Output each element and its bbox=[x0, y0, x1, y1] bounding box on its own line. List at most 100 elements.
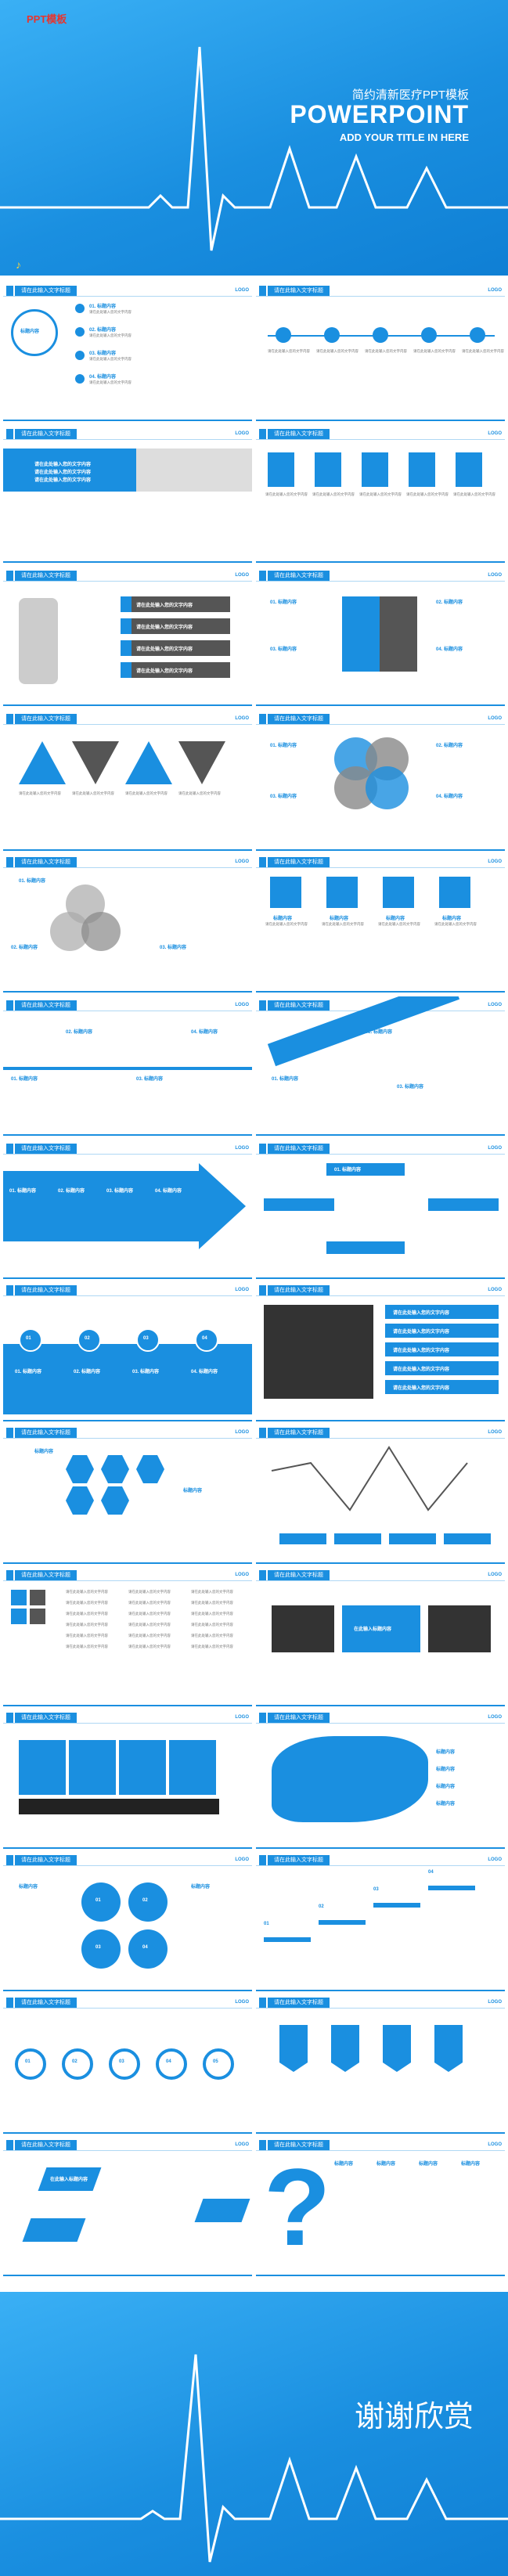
header-tag bbox=[259, 1000, 266, 1011]
slide-header: 请在此输入文字标题 bbox=[259, 1713, 330, 1723]
slide-title: 请在此输入文字标题 bbox=[15, 1713, 77, 1723]
header-tag bbox=[6, 571, 13, 581]
header-tag bbox=[259, 1998, 266, 2008]
footer-rule bbox=[3, 991, 252, 993]
brand-logo: LOGO bbox=[488, 2142, 502, 2147]
num-text: 04 bbox=[142, 1945, 148, 1950]
arrow-block bbox=[3, 1171, 199, 1241]
brand-logo: LOGO bbox=[235, 573, 249, 578]
item-title: 标题内容 bbox=[436, 1785, 456, 1789]
header-tag bbox=[259, 857, 266, 867]
bar-label bbox=[444, 1533, 491, 1544]
item-title: 标题内容 bbox=[386, 917, 405, 921]
slide-title: 请在此输入文字标题 bbox=[15, 1855, 77, 1865]
brand-logo: LOGO bbox=[235, 288, 249, 293]
slide-title: 请在此输入文字标题 bbox=[268, 1855, 330, 1865]
num-circle bbox=[195, 1328, 218, 1352]
flag bbox=[434, 2025, 463, 2072]
flag bbox=[331, 2025, 359, 2072]
header-rule bbox=[256, 1580, 505, 1581]
num-circle bbox=[109, 2048, 140, 2080]
grid-desc: 请在此处输入您的文字内容 bbox=[66, 1645, 108, 1648]
grid-desc: 请在此处输入您的文字内容 bbox=[191, 1612, 233, 1616]
slide-body: 请在此处输入您的文字内容请在此处输入您的文字内容请在此处输入您的文字内容请在此处… bbox=[256, 297, 505, 420]
hexagon bbox=[136, 1455, 164, 1483]
item-title: 标题内容 bbox=[191, 1885, 211, 1890]
grid-desc: 请在此处输入您的文字内容 bbox=[191, 1634, 233, 1637]
slide-body: 标题内容标题内容标题内容标题内容 bbox=[256, 1724, 505, 1846]
icon-square bbox=[326, 877, 358, 908]
header-rule bbox=[3, 1438, 252, 1439]
block bbox=[169, 1740, 216, 1795]
item-title: 标题内容 bbox=[436, 1767, 456, 1772]
header-tag bbox=[6, 1998, 13, 2008]
header-rule bbox=[3, 2150, 252, 2151]
block bbox=[19, 1740, 66, 1795]
header-tag bbox=[259, 286, 266, 296]
num-circle bbox=[62, 2048, 93, 2080]
header-tag bbox=[6, 857, 13, 867]
slide-title: 请在此输入文字标题 bbox=[15, 1428, 77, 1438]
list-text: 请在此处输入您的文字内容 bbox=[393, 1330, 450, 1335]
brand-logo: LOGO bbox=[488, 1573, 502, 1577]
header-tag bbox=[6, 286, 13, 296]
header-rule bbox=[3, 1723, 252, 1724]
header-rule bbox=[256, 1723, 505, 1724]
item-title: 04. 标题内容 bbox=[191, 1030, 218, 1035]
item-title: 标题内容 bbox=[436, 1802, 456, 1807]
list-text: 请在此处输入您的文字内容 bbox=[393, 1349, 450, 1353]
footer-rule bbox=[3, 704, 252, 706]
slide-title: 请在此输入文字标题 bbox=[15, 286, 77, 296]
header-tag bbox=[6, 1428, 13, 1438]
banner-text: 请在此处输入您的文字内容 bbox=[34, 478, 92, 483]
node-desc: 请在此处输入您的文字内容 bbox=[413, 349, 456, 353]
item-title: 标题内容 bbox=[436, 1750, 456, 1755]
slide-header: 请在此输入文字标题 bbox=[259, 714, 330, 724]
banner-text: 请在此处输入您的文字内容 bbox=[34, 470, 92, 475]
cover-subtitle: 简约清新医疗PPT模板 bbox=[351, 88, 469, 102]
speaker-icon[interactable]: ♪ bbox=[16, 258, 21, 271]
hexagon bbox=[66, 1455, 94, 1483]
footer-rule bbox=[256, 1990, 505, 1991]
flag bbox=[383, 2025, 411, 2072]
header-rule bbox=[3, 1295, 252, 1296]
header-tag bbox=[259, 1713, 266, 1723]
slide-title: 请在此输入文字标题 bbox=[268, 286, 330, 296]
square bbox=[30, 1609, 45, 1624]
slide-header: 请在此输入文字标题 bbox=[6, 571, 77, 581]
venn-circle bbox=[366, 766, 409, 809]
item-desc: 请在此处输入您的文字内容 bbox=[89, 380, 132, 384]
num-text: 02 bbox=[319, 1904, 324, 1909]
num-circle bbox=[15, 2048, 46, 2080]
